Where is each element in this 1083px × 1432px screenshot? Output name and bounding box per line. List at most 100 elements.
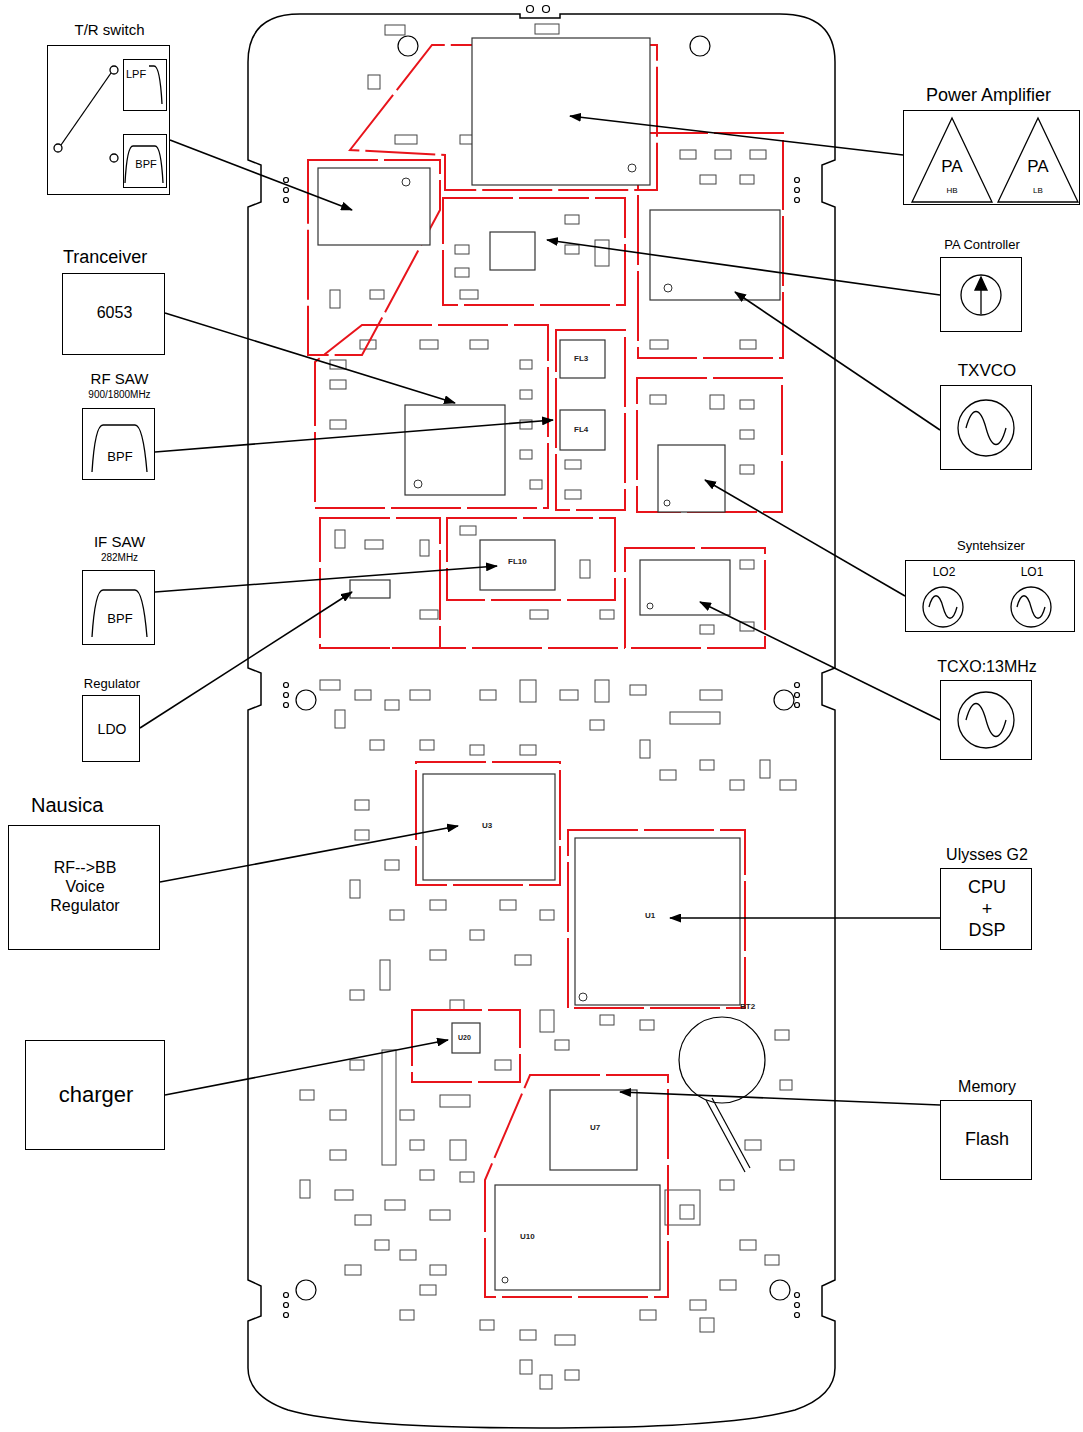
heading-label: T/R switch [41,21,178,39]
rect-shape [400,1110,414,1120]
circle-shape [795,178,800,183]
rect-shape [540,1010,554,1032]
rect-shape [520,390,532,399]
rect-shape [320,680,340,690]
path-shape [315,325,548,508]
rect-shape [710,395,724,409]
rect-shape [560,340,605,378]
part-designator: FL4 [574,426,588,435]
rect-shape [420,610,438,619]
circle-shape [414,480,422,488]
rect-shape [540,910,554,920]
rect-shape [318,168,430,245]
rect-shape [350,1060,364,1070]
path-shape [670,917,940,919]
path-shape [735,292,940,430]
rect-shape [405,405,505,495]
heading-label: PA Controller [922,237,1042,253]
circle-shape [284,188,289,193]
circle-shape [795,683,800,688]
callout-box: TCXO:13MHz [940,680,1032,760]
rect-shape [416,762,560,885]
rect-shape [420,340,438,349]
rect-shape [355,690,371,700]
callout-box: RF SAW900/1800MHzBPF [82,408,155,480]
rect-shape [450,1140,466,1160]
path-shape [320,647,625,649]
part-designator: FL10 [508,558,527,567]
rect-shape [455,245,469,254]
rect-shape [370,290,384,299]
function-label: RF-->BB Voice Regulator [44,858,126,916]
circle-shape [795,1303,800,1308]
path-shape [1017,596,1045,619]
rect-shape [330,1150,346,1160]
rect-shape [450,1000,464,1010]
rect-shape [670,712,720,724]
rect-shape [740,340,756,349]
heading-label: Power Amplifier [896,85,1081,107]
rect-shape [640,1020,654,1030]
rect-shape [385,860,399,870]
rect-shape [740,1240,756,1250]
rect-shape [330,380,346,389]
filter-label: BPF [133,158,159,171]
part-designator: BT2 [740,1003,755,1012]
filter-box: LPF [123,59,167,111]
amplifier-label: PA [1018,157,1058,177]
circle-shape [527,6,534,13]
ic-chips [318,38,780,1290]
rect-shape [565,245,579,254]
band-label: HB [937,186,967,196]
circle-shape [402,178,410,186]
rect-shape [480,540,555,590]
part-designator: U10 [520,1233,535,1242]
rect-shape [745,1140,761,1150]
rect-shape [430,900,446,910]
circle-shape [679,1017,765,1103]
rect-shape [780,1160,794,1170]
path-shape [929,596,957,619]
part-designator: U7 [590,1124,600,1133]
rect-shape [400,1250,416,1260]
rect-shape [680,1205,694,1219]
smd-parts [300,24,796,1389]
rect-shape [470,340,488,349]
rect-shape [350,990,364,1000]
rect-shape [660,770,676,780]
rect-shape [775,1030,789,1040]
rect-shape [590,720,604,730]
circle-shape [543,6,550,13]
path-shape [140,592,352,728]
filter-label: BPF [105,449,135,465]
circle-shape [628,164,636,172]
path-shape [966,412,1006,445]
rect-shape [556,330,625,510]
frequency-label: 282MHz [63,552,176,564]
rect-shape [330,1110,346,1120]
heading-label: Nausica [31,793,171,817]
oscillator-label: LO2 [921,565,967,579]
rect-shape [565,460,581,469]
rect-shape [390,910,404,920]
rect-shape [410,690,430,700]
leader-arrows [140,116,940,1105]
rect-shape [580,560,590,578]
callout-box: NausicaRF-->BB Voice Regulator [8,825,160,950]
rect-shape [740,430,754,439]
rect-shape [700,175,716,184]
rect-shape [480,1320,494,1330]
circle-shape [284,703,289,708]
rect-shape [470,745,484,755]
rect-shape [555,1040,569,1050]
rect-shape [335,530,345,548]
rect-shape [658,445,725,512]
rect-shape [320,518,440,648]
heading-label: Syntehsizer [906,538,1076,554]
path-shape [165,1040,448,1095]
callout-box: MemoryFlash [940,1100,1032,1180]
heading-label: TXVCO [921,361,1053,381]
path-shape [547,240,940,295]
circle-shape [284,683,289,688]
